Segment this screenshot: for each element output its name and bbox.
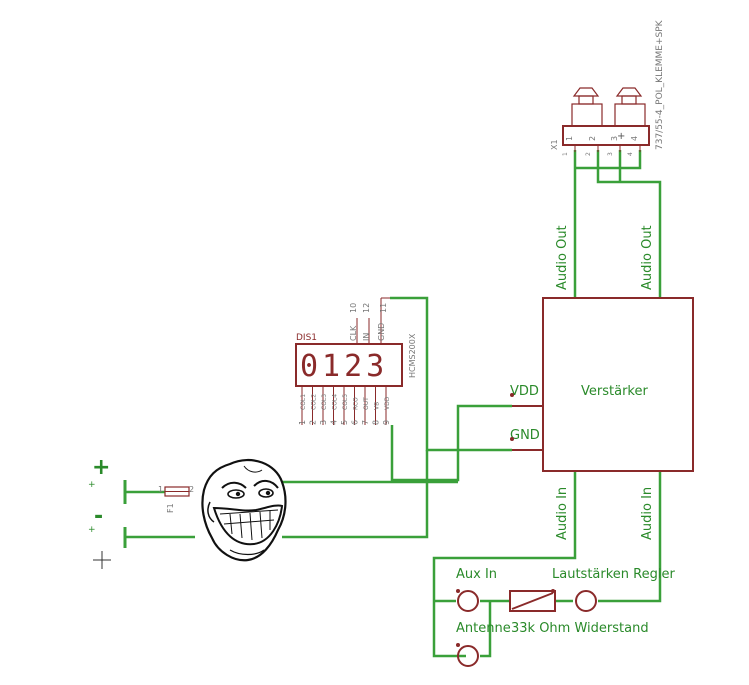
wires [125, 150, 662, 658]
volume-jack [575, 590, 597, 612]
display-bottom-pin-label: OUT [363, 397, 370, 410]
aux-in-dot [456, 589, 460, 593]
wire-audio-out-right [596, 150, 662, 298]
display-bottom-pin-label: COL4 [332, 394, 339, 410]
display-bottom-pin-number: 7 [361, 420, 370, 425]
display-bottom-pin-label: COL2 [311, 394, 318, 410]
audio-in-right-label: Audio In [640, 487, 655, 540]
resistor-diagonal [511, 592, 554, 610]
antenne-dot [456, 643, 460, 647]
audio-out-right-label: Audio Out [640, 225, 655, 290]
connector-pin-label: 4 [630, 136, 639, 141]
display-top-label-in: IN [362, 333, 371, 341]
connector-part: 737/55-4_POL_KLEMME+SPK [655, 19, 665, 150]
display-bottom-pin-label: VB [374, 402, 381, 410]
display-bottom-pin-label: VDD [384, 396, 391, 410]
wire-speaker-bridge-1 [575, 150, 642, 170]
plus-small: + [88, 480, 96, 490]
display-bottom-pin-number: 4 [330, 420, 339, 425]
connector-pins: 1 1 2 2 3 3 4 4 [562, 136, 641, 156]
minus-sign: - [94, 504, 103, 529]
amplifier-gnd-label: GND [510, 428, 540, 443]
display-bottom-pin-label: RCO [353, 397, 360, 410]
connector-pin-sub-label: 2 [585, 152, 592, 156]
amplifier-vdd-label: VDD [510, 384, 539, 399]
display-bottom-pin-number: 5 [340, 420, 349, 425]
connector-body [562, 125, 650, 146]
resistor-33k [509, 590, 556, 612]
plus-sign: + [92, 455, 110, 480]
gnd-dot [510, 437, 514, 441]
audio-in-left-label: Audio In [555, 487, 570, 540]
connector-plus: + [617, 131, 625, 142]
display-bottom-pin-number: 3 [319, 420, 328, 425]
display-bottom-pin-label: COL5 [342, 394, 349, 410]
connector-pin-sub-label: 3 [607, 152, 614, 156]
fuse-pin1: 1 [158, 485, 163, 494]
display-top-pin-10: 10 [349, 303, 358, 313]
amplifier-block: Verstärker VDD GND Audio Out Audio Out A… [510, 225, 694, 540]
troll-face-icon [201, 459, 287, 562]
connector-name: X1 [550, 139, 559, 150]
speaker-left-icon [571, 87, 603, 127]
display-bottom-pin-label: COL3 [321, 394, 328, 410]
volume-dot [551, 589, 555, 593]
aux-in-label: Aux In [456, 567, 497, 582]
wire-audio-in-left [432, 470, 577, 658]
volume-label: Lautstärken Regler [552, 567, 675, 582]
wire-audio-in-right [598, 470, 662, 603]
amplifier-body [542, 297, 694, 472]
speaker-connector-x1: X1 737/55-4_POL_KLEMME+SPK + 1 1 2 2 3 3 4 4 [550, 19, 665, 156]
display-top-pin-12: 12 [362, 303, 371, 313]
wire-antenne [480, 601, 492, 658]
display-bottom-pin-number: 8 [372, 420, 381, 425]
origin-cross-icon [93, 551, 111, 569]
aux-in-jack [457, 590, 479, 612]
vdd-dot [510, 393, 514, 397]
display-bottom-pins: COL1 1 COL2 2 COL3 3 COL4 4 COL5 5 RCO 6 OUT 7 VB 8 VDD 9 [298, 386, 391, 425]
antenne-jack [457, 645, 479, 667]
display-bottom-pin-label: COL1 [300, 394, 307, 410]
speaker-right-icon [614, 87, 646, 127]
display-dis1: DIS1 0123 10 12 11 CLK IN GND HCMS200X C… [295, 297, 417, 425]
power-symbols: + - + + [88, 455, 127, 569]
amplifier-label: Verstärker [581, 384, 648, 399]
input-section: Aux In Antenne 33k Ohm Widerstand Lautst… [456, 393, 675, 667]
display-top-label-clk: CLK [349, 325, 358, 341]
display-name: DIS1 [296, 333, 317, 343]
resistor-body [509, 590, 556, 612]
display-bottom-pin-number: 2 [309, 420, 318, 425]
wire-display-vdd [390, 404, 512, 482]
wire-display-gnd [390, 296, 512, 452]
fuse-f1: 1 2 F1 [158, 485, 194, 513]
connector-pin-sub-label: 4 [627, 152, 634, 156]
display-digits: 0123 [300, 349, 388, 384]
display-top-label-gnd: GND [377, 323, 386, 341]
minus-small: + [88, 525, 96, 535]
display-part: HCMS200X [408, 333, 417, 378]
resistor-label: 33k Ohm Widerstand [511, 621, 649, 636]
fuse-pin2: 2 [189, 485, 194, 494]
fuse-name: F1 [166, 503, 175, 513]
connector-pin-label: 1 [565, 136, 574, 141]
antenne-label: Antenne [456, 621, 511, 636]
display-top-pin-11: 11 [379, 303, 388, 313]
audio-out-left-label: Audio Out [555, 225, 570, 290]
wire-gnd-rail [282, 450, 429, 539]
display-bottom-pin-number: 9 [382, 420, 391, 425]
display-top-pins [356, 297, 390, 344]
connector-pin-label: 2 [588, 136, 597, 141]
display-bottom-pin-number: 6 [351, 420, 360, 425]
connector-pin-sub-label: 1 [562, 152, 569, 156]
display-body [295, 343, 403, 387]
connector-pin-label: 3 [610, 136, 619, 141]
display-bottom-pin-number: 1 [298, 420, 307, 425]
